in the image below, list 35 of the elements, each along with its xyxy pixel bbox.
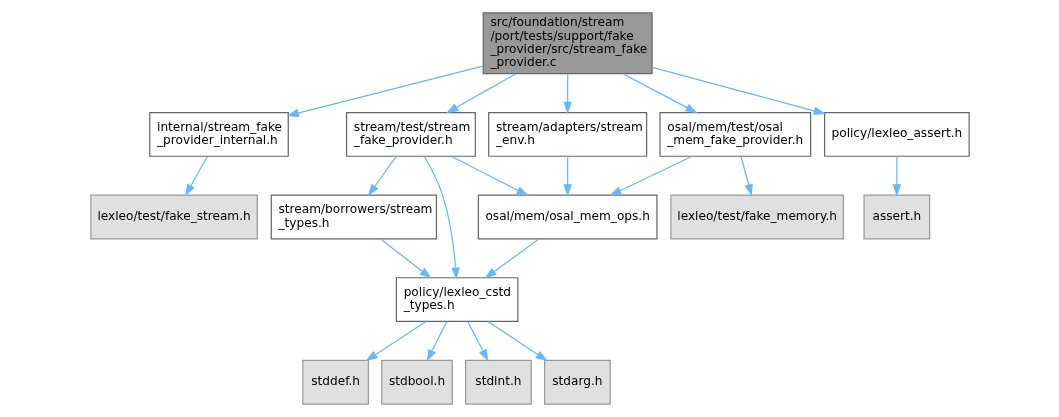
node-box: stddef.h (301, 359, 369, 405)
arrow (651, 66, 826, 115)
arrow (286, 65, 483, 118)
node-box: lexleo/test/fake_memory.h (669, 194, 844, 240)
arrow (739, 156, 753, 197)
node-box: assert.h (862, 194, 930, 240)
arrow (562, 156, 572, 197)
arrow (423, 155, 460, 280)
node-box: policy/lexleo_assert.h (823, 111, 970, 157)
arrow (450, 155, 529, 196)
arrow (445, 73, 516, 114)
node-box: stdint.h (464, 359, 532, 405)
node-box: src/foundation/stream /port/tests/support/fake _provider/src/stream_fake _provider.c (482, 12, 653, 75)
arrow (365, 321, 426, 362)
node-box: stream/test/stream _fake_provider.h (345, 111, 476, 157)
arrow (608, 155, 692, 196)
arrow (466, 321, 488, 362)
arrow (487, 321, 548, 362)
node-box: osal/mem/osal_mem_ops.h (477, 194, 658, 240)
node-box: stream/adapters/stream _env.h (487, 111, 647, 157)
arrow (367, 156, 397, 197)
arrow (483, 238, 539, 279)
node-box: stdarg.h (543, 359, 611, 405)
arrow (426, 321, 447, 362)
node-box: internal/stream_fake _provider_internal.h (148, 111, 289, 157)
node-box: lexleo/test/fake_stream.h (89, 194, 258, 240)
arrow (562, 73, 572, 115)
arrow (621, 73, 698, 114)
node-box: stream/borrowers/stream _types.h (270, 194, 437, 240)
arrow (379, 238, 432, 279)
arrow (184, 156, 208, 197)
node-box: stdbool.h (380, 359, 453, 405)
node-box: osal/mem/test/osal _mem_fake_provider.h (658, 111, 811, 157)
node-box: policy/lexleo_cstd _types.h (395, 277, 518, 323)
arrow (892, 156, 901, 197)
